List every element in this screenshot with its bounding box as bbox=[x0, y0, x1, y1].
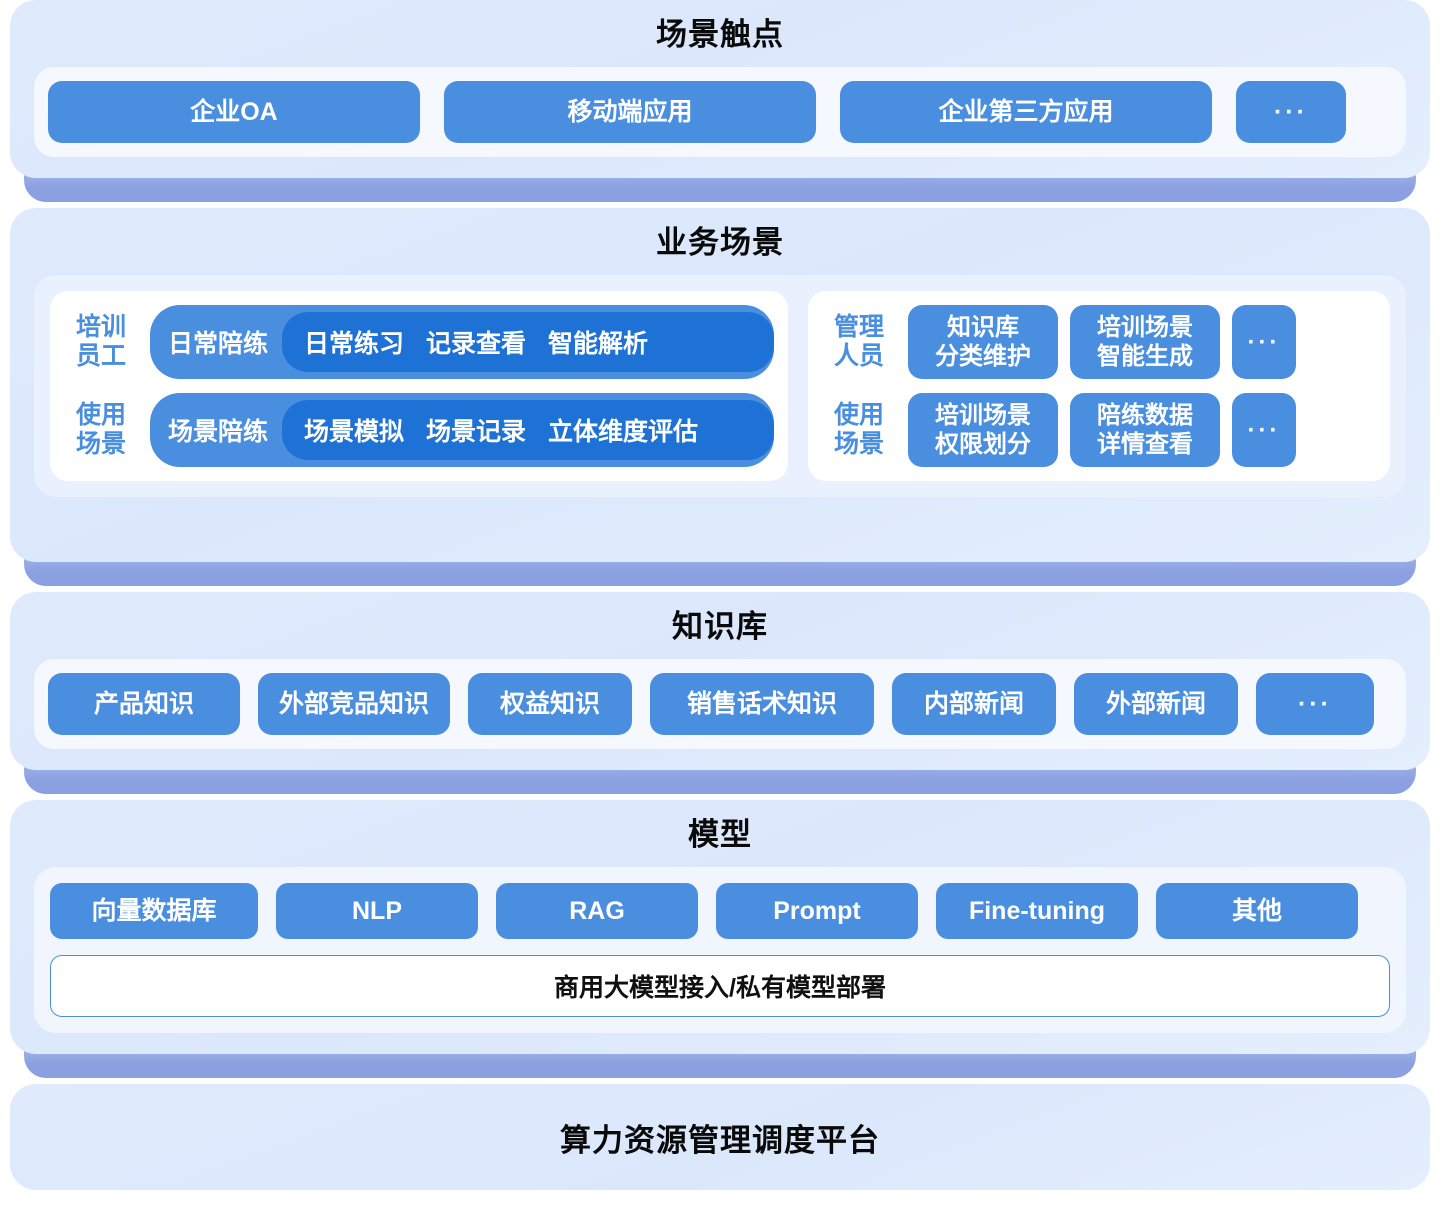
compute-platform-panel: 算力资源管理调度平台 bbox=[10, 1084, 1430, 1190]
scene-row-label: 使用 场景 bbox=[75, 400, 126, 459]
model-card: 向量数据库 NLP RAG Prompt Fine-tuning 其他 商用大模… bbox=[34, 867, 1406, 1034]
scene-item[interactable]: 日常练习 bbox=[304, 330, 405, 359]
scene-item[interactable]: 场景记录 bbox=[426, 418, 527, 447]
scene-row-label: 管理 人员 bbox=[833, 312, 884, 371]
touchpoints-list: 企业OA 移动端应用 企业第三方应用 ··· bbox=[48, 81, 1392, 144]
business-scenes-left-group: 培训 员工 日常陪练 日常练习 记录查看 智能解析 使用 场景 bbox=[50, 291, 788, 482]
kb-item-product[interactable]: 产品知识 bbox=[48, 673, 240, 736]
section-knowledge-base: 知识库 产品知识 外部竞品知识 权益知识 销售话术知识 内部新闻 外部新闻 ··… bbox=[10, 592, 1430, 794]
section-title-touchpoints: 场景触点 bbox=[656, 17, 784, 52]
scene-group-daily-coaching[interactable]: 日常陪练 日常练习 记录查看 智能解析 bbox=[150, 305, 774, 380]
knowledge-base-card: 产品知识 外部竞品知识 权益知识 销售话术知识 内部新闻 外部新闻 ··· bbox=[34, 659, 1406, 750]
kb-item-sales-script[interactable]: 销售话术知识 bbox=[650, 673, 874, 736]
section-touchpoints: 场景触点 企业OA 移动端应用 企业第三方应用 ··· bbox=[10, 0, 1430, 202]
scene-item[interactable]: 记录查看 bbox=[426, 330, 527, 359]
model-deployment-bar[interactable]: 商用大模型接入/私有模型部署 bbox=[50, 955, 1390, 1018]
admin-item-scene-generation[interactable]: 培训场景 智能生成 bbox=[1070, 305, 1220, 380]
scene-group-label: 场景陪练 bbox=[168, 418, 269, 447]
touchpoint-item-thirdparty[interactable]: 企业第三方应用 bbox=[840, 81, 1212, 144]
touchpoints-panel: 场景触点 企业OA 移动端应用 企业第三方应用 ··· bbox=[10, 0, 1430, 178]
model-item-prompt[interactable]: Prompt bbox=[716, 883, 918, 940]
business-scenes-card: 培训 员工 日常陪练 日常练习 记录查看 智能解析 使用 场景 bbox=[34, 275, 1406, 498]
admin-item-scene-permission[interactable]: 培训场景 权限划分 bbox=[908, 393, 1058, 468]
admin-item-more[interactable]: ··· bbox=[1232, 393, 1296, 468]
scene-group-label: 日常陪练 bbox=[168, 330, 269, 359]
model-panel: 模型 向量数据库 NLP RAG Prompt Fine-tuning 其他 商… bbox=[10, 800, 1430, 1054]
model-item-rag[interactable]: RAG bbox=[496, 883, 698, 940]
section-model: 模型 向量数据库 NLP RAG Prompt Fine-tuning 其他 商… bbox=[10, 800, 1430, 1078]
kb-item-competitor[interactable]: 外部竞品知识 bbox=[258, 673, 450, 736]
section-title-knowledge-base: 知识库 bbox=[672, 609, 768, 644]
scene-item[interactable]: 立体维度评估 bbox=[548, 418, 699, 447]
business-scenes-panel: 业务场景 培训 员工 日常陪练 日常练习 记录查看 智能解析 bbox=[10, 208, 1430, 562]
model-item-nlp[interactable]: NLP bbox=[276, 883, 478, 940]
scene-row-admin-usage: 使用 场景 培训场景 权限划分 陪练数据 详情查看 ··· bbox=[822, 393, 1376, 468]
knowledge-base-panel: 知识库 产品知识 外部竞品知识 权益知识 销售话术知识 内部新闻 外部新闻 ··… bbox=[10, 592, 1430, 770]
touchpoints-card: 企业OA 移动端应用 企业第三方应用 ··· bbox=[34, 67, 1406, 158]
model-tech-list: 向量数据库 NLP RAG Prompt Fine-tuning 其他 bbox=[50, 883, 1390, 940]
kb-item-external-news[interactable]: 外部新闻 bbox=[1074, 673, 1238, 736]
touchpoint-item-more[interactable]: ··· bbox=[1236, 81, 1346, 144]
section-business-scenes: 业务场景 培训 员工 日常陪练 日常练习 记录查看 智能解析 bbox=[10, 208, 1430, 586]
kb-item-benefits[interactable]: 权益知识 bbox=[468, 673, 632, 736]
kb-item-more[interactable]: ··· bbox=[1256, 673, 1374, 736]
model-item-fine-tuning[interactable]: Fine-tuning bbox=[936, 883, 1138, 940]
scene-row-label: 培训 员工 bbox=[75, 312, 126, 371]
section-title-model: 模型 bbox=[688, 817, 752, 852]
kb-item-internal-news[interactable]: 内部新闻 bbox=[892, 673, 1056, 736]
model-item-vector-db[interactable]: 向量数据库 bbox=[50, 883, 258, 940]
section-title-business-scenes: 业务场景 bbox=[656, 225, 784, 260]
scene-group-items: 日常练习 记录查看 智能解析 bbox=[282, 312, 774, 373]
section-title-compute-platform: 算力资源管理调度平台 bbox=[560, 1122, 880, 1158]
section-compute-platform: 算力资源管理调度平台 bbox=[10, 1084, 1430, 1190]
scene-item[interactable]: 智能解析 bbox=[548, 330, 649, 359]
touchpoint-item-oa[interactable]: 企业OA bbox=[48, 81, 420, 144]
model-item-other[interactable]: 其他 bbox=[1156, 883, 1358, 940]
admin-item-more[interactable]: ··· bbox=[1232, 305, 1296, 380]
scene-group-scenario-coaching[interactable]: 场景陪练 场景模拟 场景记录 立体维度评估 bbox=[150, 393, 774, 468]
admin-item-kb-category[interactable]: 知识库 分类维护 bbox=[908, 305, 1058, 380]
touchpoint-item-mobile[interactable]: 移动端应用 bbox=[444, 81, 816, 144]
scene-row-usage-scenario: 使用 场景 场景陪练 场景模拟 场景记录 立体维度评估 bbox=[64, 393, 774, 468]
scene-row-label: 使用 场景 bbox=[833, 400, 884, 459]
scene-row-admin-staff: 管理 人员 知识库 分类维护 培训场景 智能生成 ··· bbox=[822, 305, 1376, 380]
scene-row-training-staff: 培训 员工 日常陪练 日常练习 记录查看 智能解析 bbox=[64, 305, 774, 380]
knowledge-base-list: 产品知识 外部竞品知识 权益知识 销售话术知识 内部新闻 外部新闻 ··· bbox=[48, 673, 1392, 736]
scene-group-items: 场景模拟 场景记录 立体维度评估 bbox=[282, 400, 774, 461]
scene-item[interactable]: 场景模拟 bbox=[304, 418, 405, 447]
admin-item-coaching-data-detail[interactable]: 陪练数据 详情查看 bbox=[1070, 393, 1220, 468]
business-scenes-right-group: 管理 人员 知识库 分类维护 培训场景 智能生成 ··· 使用 场景 培训场景 … bbox=[808, 291, 1390, 482]
